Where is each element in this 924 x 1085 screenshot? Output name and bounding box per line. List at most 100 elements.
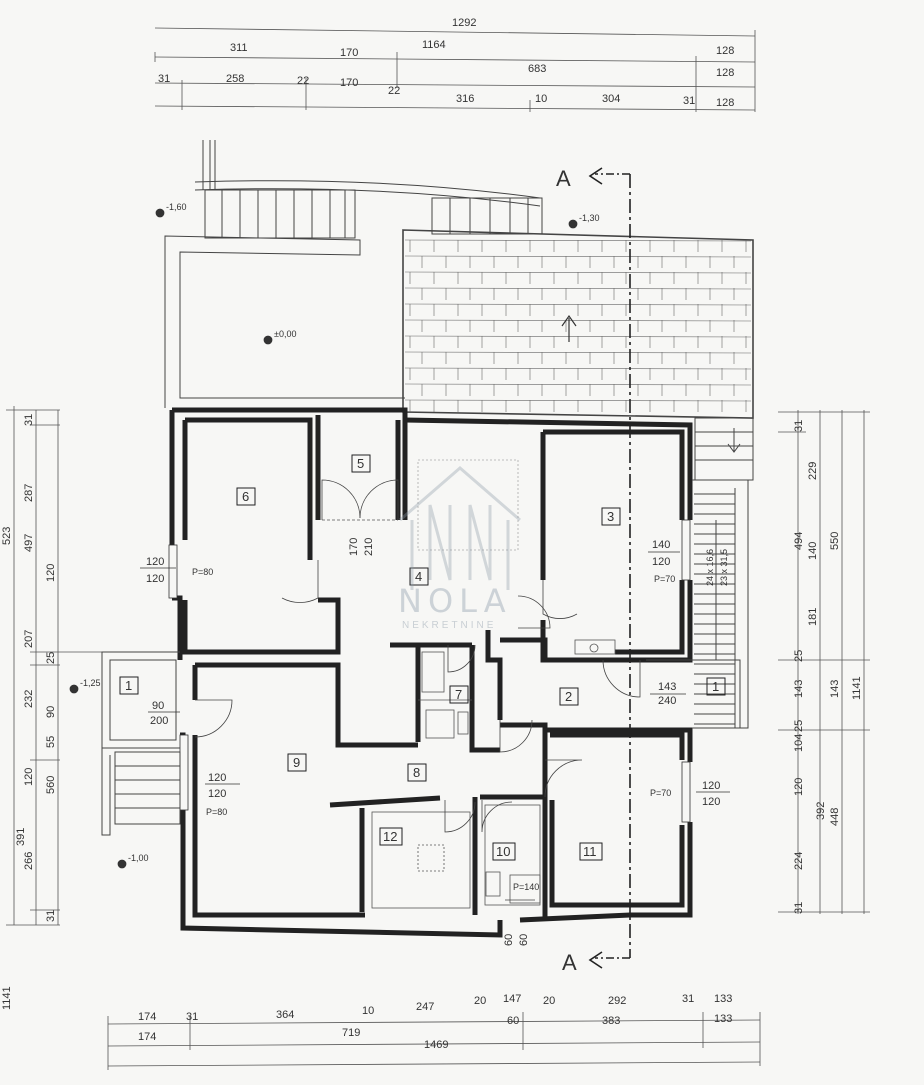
dim-label: 1141: [851, 676, 863, 700]
right-dimensions: [778, 410, 870, 914]
top-dimensions: [154, 27, 756, 112]
dim-label: 128: [716, 97, 734, 109]
dim-label: 20: [474, 995, 486, 1007]
roof-tile-row: [404, 351, 752, 354]
room-number: 4: [415, 569, 422, 584]
bottom-dim: 60: [503, 934, 515, 946]
room-number: 5: [357, 456, 364, 471]
door-dim: 210: [363, 538, 375, 556]
dim-label: 266: [23, 852, 35, 870]
room-number: 9: [293, 755, 300, 770]
level-label: -1,30: [579, 213, 600, 223]
level-label: -1,60: [166, 202, 187, 212]
dim-label: 25: [793, 720, 805, 732]
dim-label: 31: [793, 420, 805, 432]
room-number: 11: [583, 844, 597, 859]
window-dim: 120: [146, 573, 164, 585]
dim-label: 316: [456, 93, 474, 105]
dim-label: 128: [716, 45, 734, 57]
dim-label: 10: [362, 1005, 374, 1017]
dim-label: 140: [807, 542, 819, 560]
dim-label: 523: [1, 527, 13, 545]
door-swings: [194, 479, 641, 901]
dim-label: 143: [829, 680, 841, 698]
parapet-label: P=70: [650, 788, 671, 798]
dim-label: 258: [226, 73, 244, 85]
window-dim: 120: [208, 772, 226, 784]
dim-label: 247: [416, 1001, 434, 1013]
dim-label: 229: [807, 462, 819, 480]
dim-label: 31: [45, 910, 57, 922]
window-dim: 120: [702, 780, 720, 792]
dim-label: 304: [602, 93, 620, 105]
window-dim: 120: [652, 556, 670, 568]
dim-label: 1469: [424, 1039, 448, 1051]
dim-label: 364: [276, 1009, 294, 1021]
section-label-bottom: A: [562, 950, 577, 975]
dim-label: 383: [602, 1015, 620, 1027]
dim-label: 174: [138, 1031, 156, 1043]
opening-fraction-lines: [140, 551, 730, 793]
door-dim: 240: [658, 695, 676, 707]
dim-label: 170: [340, 77, 358, 89]
roof-tile-pattern: [404, 239, 752, 412]
room-number: 1: [712, 679, 719, 694]
dim-label: 31: [23, 414, 35, 426]
roof-arrow: [561, 314, 577, 342]
dim-label: 90: [45, 706, 57, 718]
door-dim: 90: [152, 700, 164, 712]
dim-label: 448: [829, 808, 841, 826]
side-stair-top: [694, 417, 754, 481]
dim-label: 292: [608, 995, 626, 1007]
room-number: 2: [565, 689, 572, 704]
room-number: 3: [607, 509, 614, 524]
left-dimension-labels: 523 31 287 497 207 232 560 391 120 25 90…: [1, 414, 57, 1010]
parapet-label: P=140: [513, 882, 539, 892]
door-dim: 143: [658, 681, 676, 693]
parapet-label: P=80: [206, 807, 227, 817]
window-dim: 120: [702, 796, 720, 808]
dim-label: 207: [23, 630, 35, 648]
dim-label: 25: [793, 650, 805, 662]
level-marker-icon: [155, 208, 165, 218]
level-label: ±0,00: [274, 329, 296, 339]
step-lines: [221, 190, 346, 238]
dim-label: 128: [716, 67, 734, 79]
dim-label: 494: [793, 532, 805, 550]
level-marker-icon: [69, 684, 79, 694]
level-marker-icon: [568, 219, 578, 229]
roof-tile-row: [404, 383, 752, 386]
dim-label: 31: [683, 95, 695, 107]
dim-label: 560: [45, 776, 57, 794]
watermark-text: NOLA: [398, 582, 512, 620]
room-number: 12: [383, 829, 397, 844]
parapet-label: P=80: [192, 567, 213, 577]
window-dim: 140: [652, 539, 670, 551]
dim-label: 1292: [452, 17, 476, 29]
level-marker-icon: [117, 859, 127, 869]
dim-label: 120: [23, 768, 35, 786]
dim-label: 31: [158, 73, 170, 85]
bottom-dim: 60: [518, 934, 530, 946]
dim-label: 287: [23, 484, 35, 502]
room-number: 8: [413, 765, 420, 780]
dim-label: 104: [793, 734, 805, 752]
dim-label: 133: [714, 1013, 732, 1025]
dim-label: 1164: [422, 39, 446, 51]
dim-label: 120: [793, 778, 805, 796]
dim-label: 311: [230, 42, 248, 54]
dim-label: 497: [23, 534, 35, 552]
dim-label: 181: [807, 608, 819, 626]
right-dimension-labels: 31 229 140 181 25 143 25 104 120 224 31 …: [793, 420, 863, 914]
walls: [169, 407, 693, 938]
dim-label: 25: [45, 652, 57, 664]
parapet-label: P=70: [654, 574, 675, 584]
upper-structures: [164, 140, 543, 408]
roof-tiles: [402, 229, 754, 419]
room-number: 6: [242, 489, 249, 504]
window-dim: 120: [208, 788, 226, 800]
dim-label: 20: [543, 995, 555, 1007]
dim-label: 55: [45, 736, 57, 748]
door-dim: 170: [348, 538, 360, 556]
